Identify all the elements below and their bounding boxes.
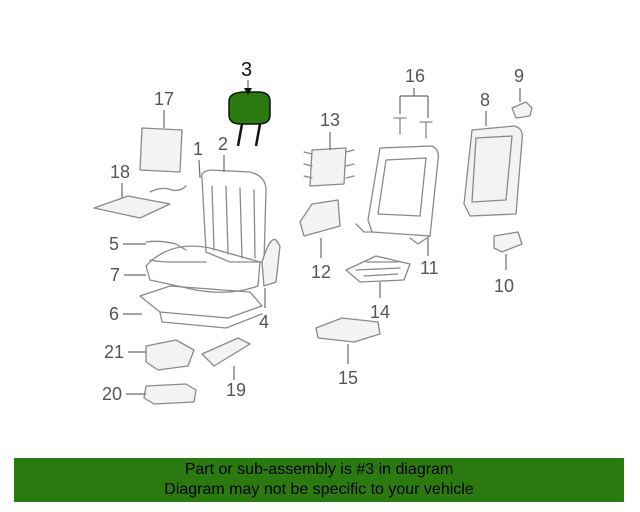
bracket-part-20 [143, 383, 197, 405]
seat-back-panel-part-17 [139, 127, 183, 173]
tray-part-15 [315, 317, 381, 343]
leader-1 [198, 159, 201, 179]
callout-21: 21 [104, 342, 124, 362]
callout-6: 6 [109, 304, 119, 324]
callout-4: 4 [259, 312, 269, 332]
callout-20: 20 [102, 384, 122, 404]
callout-3: 3 [241, 59, 252, 81]
headrest-part-3[interactable] [228, 91, 271, 147]
callout-5: 5 [109, 234, 119, 254]
callout-10: 10 [494, 276, 514, 296]
seat-frame-part-11 [355, 145, 440, 245]
callout-19: 19 [226, 380, 246, 400]
callout-9: 9 [514, 66, 524, 86]
bolts-part-16 [393, 117, 433, 139]
knob-part-9 [511, 101, 533, 119]
back-panel-part-8 [463, 125, 523, 217]
side-shield-part-4 [261, 238, 281, 287]
info-banner: Part or sub-assembly is #3 in diagram Di… [14, 458, 624, 502]
banner-line-2: Diagram may not be specific to your vehi… [164, 481, 474, 498]
callout-2: 2 [218, 134, 228, 154]
module-part-21 [145, 339, 195, 371]
callout-17: 17 [154, 89, 174, 109]
callout-14: 14 [370, 302, 390, 322]
parts-diagram: 3 17 18 1 2 5 7 6 4 21 [93, 59, 533, 405]
callout-12: 12 [311, 262, 331, 282]
cushion-pad-part-18 [93, 185, 187, 219]
callout-18: 18 [110, 162, 130, 182]
callout-8: 8 [480, 90, 490, 110]
callout-7: 7 [110, 265, 120, 285]
lumbar-part-12 [299, 199, 341, 237]
arrow-3 [244, 88, 252, 95]
callout-13: 13 [320, 110, 340, 130]
seat-assembly [139, 169, 267, 329]
spring-panel-part-13 [303, 147, 355, 187]
callout-1: 1 [193, 139, 203, 159]
callout-16: 16 [405, 66, 425, 86]
banner-line-1: Part or sub-assembly is #3 in diagram [184, 461, 454, 478]
switch-part-19 [201, 337, 251, 367]
callout-15: 15 [338, 368, 358, 388]
callout-11: 11 [420, 258, 439, 278]
seat-pan-part-14 [345, 255, 411, 283]
clip-part-10 [493, 231, 523, 253]
